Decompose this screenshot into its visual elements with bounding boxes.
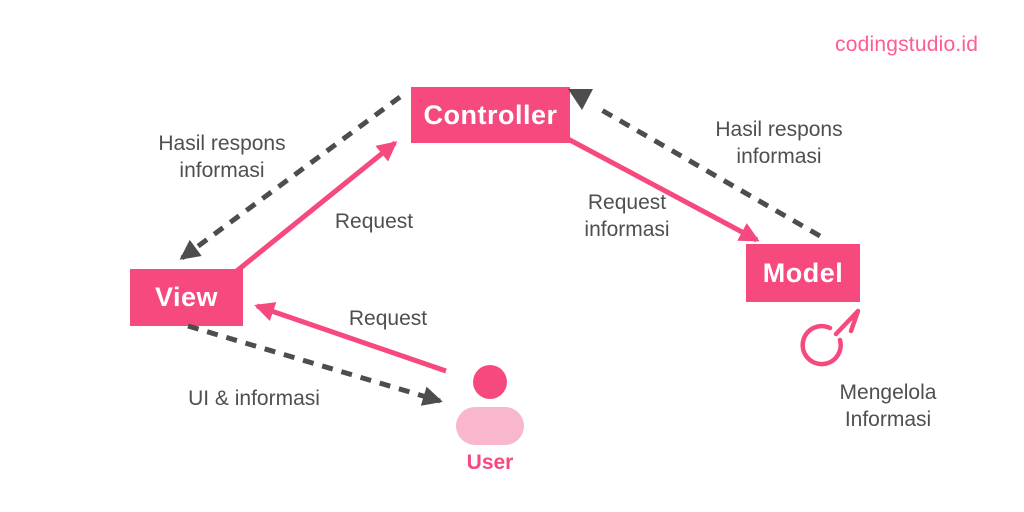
edge-label-request-user-view: Request (348, 307, 428, 330)
user-icon-body (456, 407, 524, 445)
node-model-label: Model (762, 257, 844, 288)
edge-label-ui-informasi: UI & informasi (188, 387, 320, 410)
user-icon (456, 365, 524, 445)
loop-arrow-icon (800, 308, 861, 367)
node-controller-label: Controller (423, 99, 558, 130)
user-icon-head (473, 365, 507, 399)
brand-logo-text: codingstudio.id (835, 33, 979, 56)
arrowhead-model-to-controller (568, 89, 593, 110)
edge-label-hasil-respons-left: Hasil respons informasi (158, 132, 286, 182)
edge-label-request-view-controller: Request (334, 210, 414, 233)
edge-label-hasil-respons-right: Hasil respons informasi (715, 118, 843, 168)
node-model: Model (746, 244, 860, 302)
user-label: User (466, 451, 514, 474)
node-controller: Controller (411, 87, 570, 143)
edge-label-mengelola-informasi: Mengelola Informasi (839, 381, 937, 431)
node-view-label: View (154, 282, 219, 312)
node-view: View (130, 269, 243, 326)
edge-label-request-informasi: Request informasi (584, 191, 670, 241)
